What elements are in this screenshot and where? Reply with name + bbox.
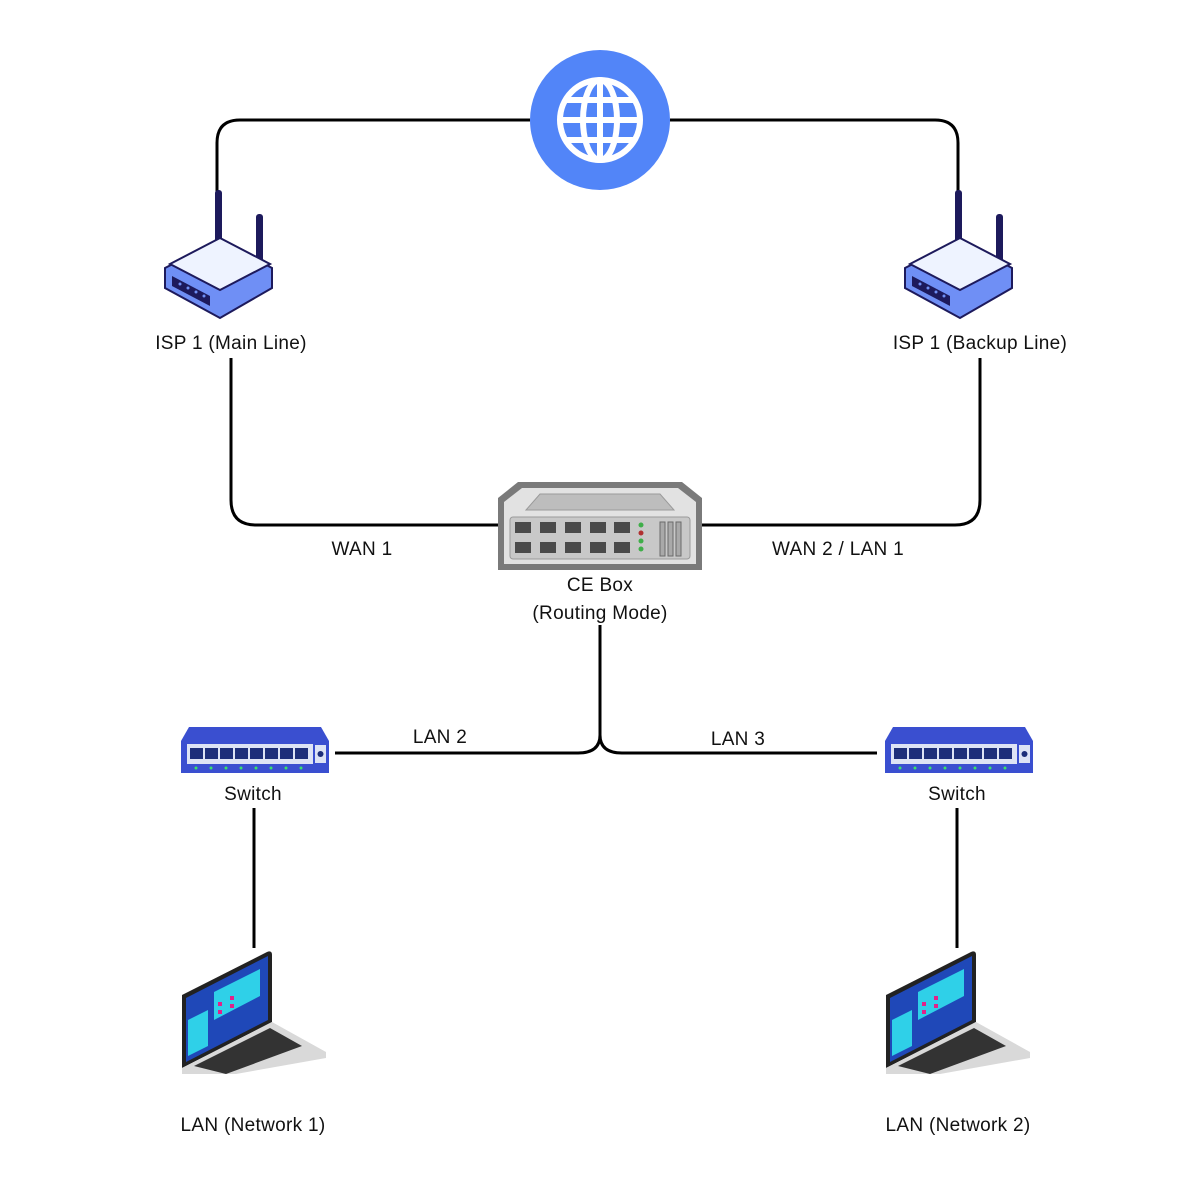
globe-icon xyxy=(530,50,670,190)
ce-box-mode-label: (Routing Mode) xyxy=(532,603,668,625)
link-lan3 xyxy=(598,734,877,755)
link-lan2 xyxy=(335,734,602,755)
lan2-label: LAN 2 xyxy=(412,727,468,748)
lan-network2-label: LAN (Network 2) xyxy=(885,1115,1031,1136)
link-internet-isp-backup xyxy=(670,118,960,192)
switch-icon xyxy=(181,727,329,773)
laptop-icon xyxy=(182,951,326,1074)
wan2-label: WAN 2 / LAN 1 xyxy=(771,539,905,560)
isp-main-label: ISP 1 (Main Line) xyxy=(155,333,307,354)
router-icon xyxy=(164,190,273,320)
ce-box-label: CE Box xyxy=(566,575,634,596)
switch-right-label: Switch xyxy=(928,784,986,805)
network-appliance-icon xyxy=(498,482,702,570)
isp-backup-label: ISP 1 (Backup Line) xyxy=(892,333,1068,354)
wan1-label: WAN 1 xyxy=(331,539,393,560)
lan3-label: LAN 3 xyxy=(710,729,766,750)
switch-icon xyxy=(885,727,1033,773)
link-wan2 xyxy=(700,358,982,527)
link-internet-isp-main xyxy=(215,118,530,192)
switch-left-label: Switch xyxy=(224,784,282,805)
router-icon xyxy=(904,190,1013,320)
link-wan1 xyxy=(229,358,500,527)
lan-network1-label: LAN (Network 1) xyxy=(180,1115,326,1136)
laptop-icon xyxy=(886,951,1030,1074)
